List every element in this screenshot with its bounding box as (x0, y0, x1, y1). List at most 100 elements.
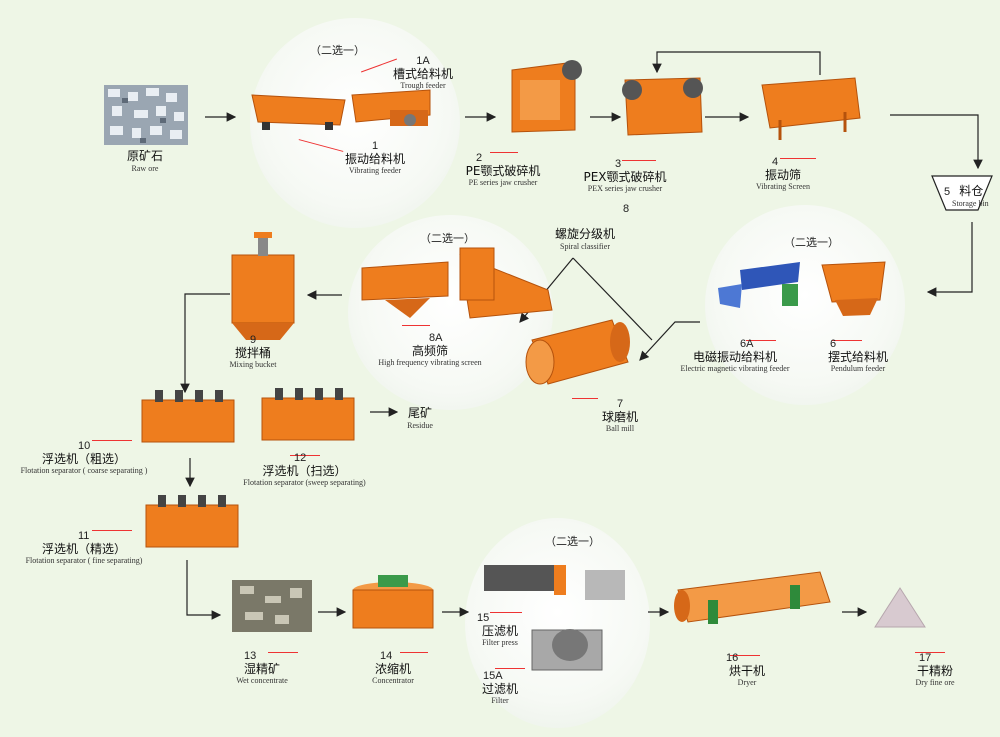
trough-feeder-machine (351, 89, 431, 126)
label-flotation-fine: 11 浮选机（精选） Flotation separator ( fine se… (4, 530, 164, 566)
en-text: High frequency vibrating screen (378, 358, 482, 368)
arrow-fine-to-wet (186, 560, 222, 620)
pe-jaw-crusher-machine (511, 60, 582, 133)
num-text: 13 (244, 650, 257, 662)
leader-2 (490, 152, 518, 153)
raw-ore-image (104, 85, 188, 145)
en-text: Residue (407, 420, 433, 430)
spiral-classifier-machine (459, 247, 553, 319)
label-vibrating-screen: 4 振动筛 Vibrating Screen (738, 156, 828, 192)
high-frequency-screen-machine (361, 261, 449, 318)
leader-7 (572, 398, 598, 399)
leader-11 (92, 530, 132, 531)
leader-16 (730, 655, 760, 656)
pendulum-feeder-machine (821, 261, 886, 316)
arrow-screen-return (652, 51, 821, 75)
cn-text: 过滤机 (481, 681, 518, 696)
en-text: Mixing bucket (229, 360, 277, 370)
label-em-feeder: 6A 电磁振动给料机 Electric magnetic vibrating f… (660, 338, 810, 374)
en-text: Flotation separator (sweep separating) (243, 478, 366, 488)
num-text: 3 (615, 158, 622, 170)
flotation-sweep-machine (261, 388, 355, 441)
cn-text: 湿精矿 (243, 661, 280, 676)
leader-15 (490, 612, 522, 613)
stray-number-8: 8 (623, 203, 630, 215)
num-text: 4 (772, 156, 779, 168)
cn-text: 料仓 (959, 184, 984, 198)
mixing-bucket-machine (231, 232, 295, 340)
num-text: 6A (740, 338, 754, 350)
en-text: PEX series jaw crusher (587, 184, 663, 194)
concentrator-machine (352, 575, 434, 629)
en-text: PE series jaw crusher (468, 178, 538, 188)
vibrating-feeder-machine (251, 94, 346, 130)
leader-13 (268, 652, 298, 653)
num-text: 15 (477, 612, 490, 624)
choice-label-vib-feeders: （二选一） (784, 236, 839, 249)
storage-bin-machine (931, 175, 993, 211)
dryer-machine (674, 571, 831, 624)
label-concentrator: 14 浓缩机 Concentrator (358, 650, 428, 686)
label-residue: 尾矿 Residue (400, 406, 440, 430)
cn-text: 干精粉 (916, 663, 953, 678)
flotation-fine-machine (145, 495, 239, 548)
en-text: Spiral classifier (560, 241, 610, 251)
arrow-feeder-to-mill (639, 321, 700, 361)
cn-text: 浮选机（精选） (41, 541, 126, 556)
cn-text: 浮选机（扫选） (262, 463, 347, 478)
label-trough-feeder: 1A 槽式给料机 Trough feeder (378, 55, 468, 91)
arrow-bin-to-feeder (926, 222, 973, 297)
leader-10 (92, 440, 132, 441)
cn-text: PE颚式破碎机 (465, 163, 541, 178)
label-pendulum-feeder: 6 摆式给料机 Pendulum feeder (818, 338, 898, 374)
en-text: Trough feeder (400, 81, 446, 91)
cn-text: 电磁振动给料机 (692, 349, 777, 364)
num-text: 1A (416, 55, 430, 67)
dry-fine-ore-image (874, 587, 926, 628)
en-text: Vibrating feeder (348, 166, 402, 176)
num-text: 14 (380, 650, 393, 662)
arrow-screen-to-bin (890, 114, 983, 170)
label-spiral-classifier: 螺旋分级机 Spiral classifier (535, 227, 635, 251)
ball-mill-machine (525, 319, 630, 385)
cn-text: PEX颚式破碎机 (583, 169, 667, 184)
num-text: 1 (371, 140, 379, 152)
label-flotation-rough: 10 浮选机（粗选） Flotation separator ( coarse … (4, 440, 164, 476)
label-storage-bin: 5 料仓 Storage bin (944, 181, 1000, 209)
en-text: Ball mill (605, 424, 635, 434)
leader-6A (746, 340, 776, 341)
leader-14 (400, 652, 428, 653)
leader-17 (915, 652, 945, 653)
label-dry-fine-ore: 17 干精粉 Dry fine ore (895, 652, 975, 688)
cn-text: 球磨机 (601, 409, 638, 424)
num-text: 6 (830, 338, 837, 350)
en-text: Flotation separator ( coarse separating … (20, 466, 148, 476)
choice-label-filters: （二选一） (545, 535, 600, 548)
label-pe-crusher: 2 PE颚式破碎机 PE series jaw crusher (448, 152, 558, 188)
label-raw-ore: 原矿石 Raw ore (110, 149, 180, 173)
arrow-classifier-to-mill (572, 257, 653, 341)
en-text: Concentrator (372, 676, 414, 686)
num-text: 8A (429, 332, 443, 344)
num-text: 10 (78, 440, 91, 452)
cn-text: 摆式给料机 (827, 349, 888, 364)
en-text: Storage bin (952, 199, 989, 209)
label-ball-mill: 7 球磨机 Ball mill (585, 398, 655, 434)
leader-8A (402, 325, 430, 326)
en-text: Wet concentrate (236, 676, 288, 686)
vibrating-screen-machine (761, 77, 861, 140)
choice-circle-filters (465, 518, 650, 728)
cn-text: 高频筛 (411, 343, 448, 358)
num-text: 2 (476, 152, 483, 164)
cn-text: 槽式给料机 (392, 66, 453, 81)
em-vibrating-feeder-machine (718, 262, 800, 308)
label-mixing-bucket: 9 搅拌桶 Mixing bucket (218, 334, 288, 370)
en-text: Filter (491, 696, 509, 706)
label-filter: 15A 过滤机 Filter (465, 670, 535, 706)
num-text: 16 (726, 652, 739, 664)
pex-jaw-crusher-machine (622, 77, 703, 136)
flotation-rough-machine (141, 390, 235, 443)
leader-3 (622, 160, 656, 161)
